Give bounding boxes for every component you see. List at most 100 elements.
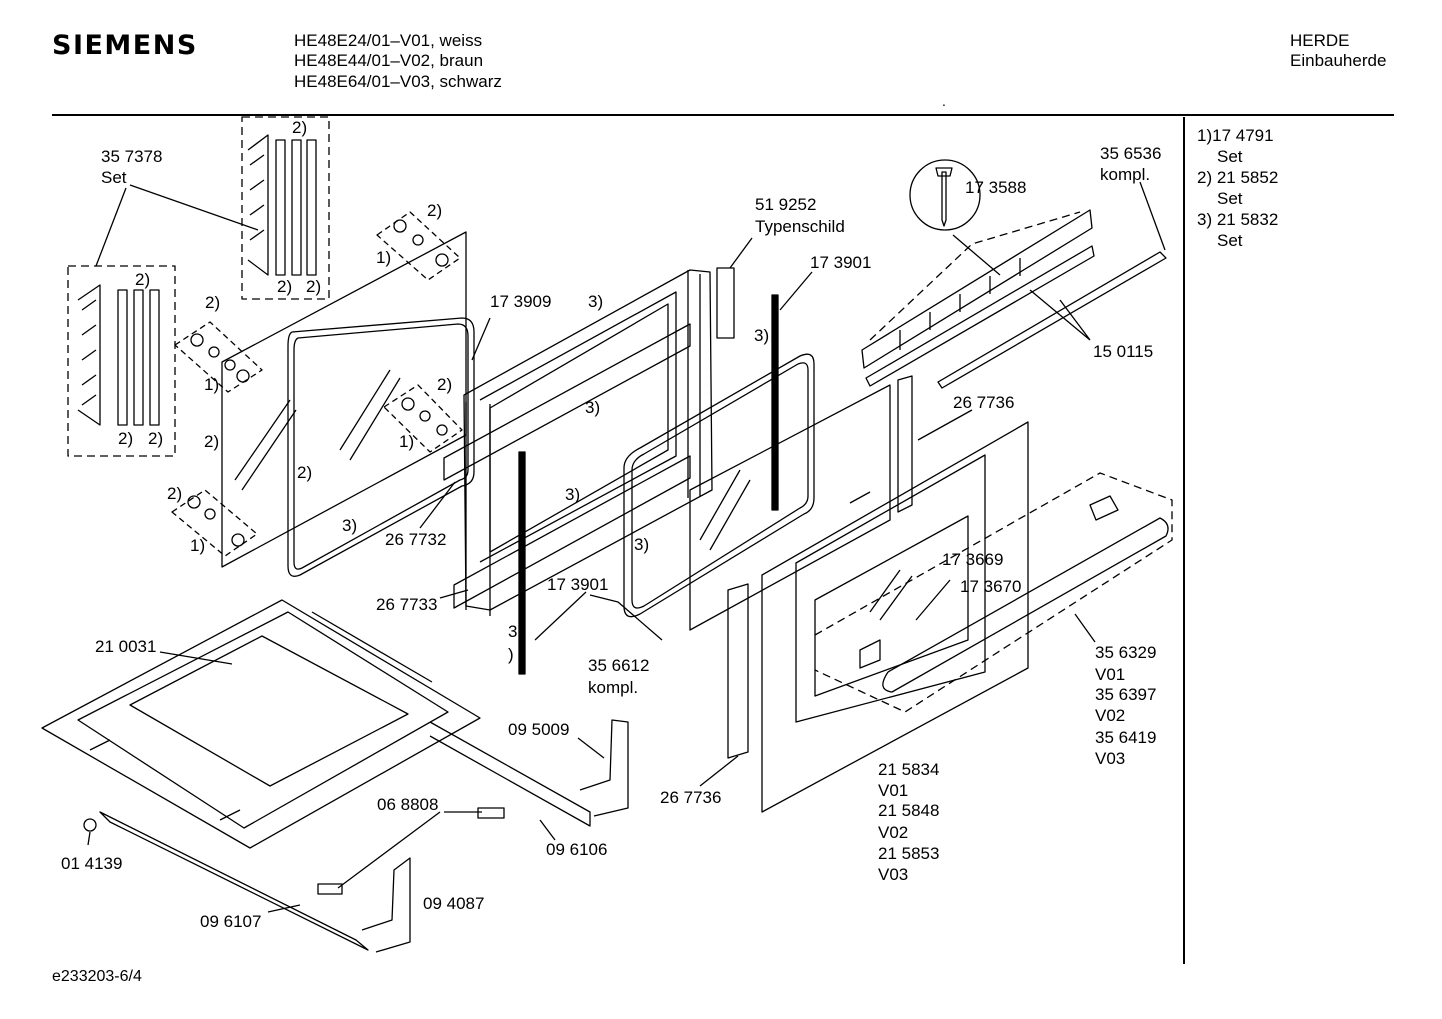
brand-logo: SIEMENS — [52, 30, 198, 61]
label-173588: 17 3588 — [965, 178, 1026, 197]
label-set: Set — [101, 168, 127, 187]
label-ref-2: 2) — [297, 463, 312, 482]
label-173670: 17 3670 — [960, 577, 1021, 596]
label-paren: ) — [508, 645, 514, 664]
label-215853: 21 5853 — [878, 844, 939, 863]
label-356329: 35 6329 — [1095, 643, 1156, 662]
fastener-parts — [187, 219, 448, 520]
label-v03: V03 — [878, 865, 908, 884]
label-173669: 17 3669 — [942, 550, 1003, 569]
label-215848: 21 5848 — [878, 801, 939, 820]
label-ref-2: 2) — [204, 432, 219, 451]
label-096106: 09 6106 — [546, 840, 607, 859]
label-ref-2: 2) — [427, 201, 442, 220]
top-vent-assembly — [861, 209, 1167, 389]
label-ref-2: 2) — [306, 277, 321, 296]
label-ref-2: 2) — [148, 429, 163, 448]
label-356612: 35 6612 — [588, 656, 649, 675]
label-v01: V01 — [1095, 665, 1125, 684]
bracket-094087 — [361, 857, 411, 953]
label-096107: 09 6107 — [200, 912, 261, 931]
label-ref-3: 3) — [754, 326, 769, 345]
legend-item-3-set: Set — [1217, 231, 1243, 250]
label-v03: V03 — [1095, 749, 1125, 768]
label-ref-3: 3) — [588, 292, 603, 311]
label-267732: 26 7732 — [385, 530, 446, 549]
label-ref-3: 3) — [634, 535, 649, 554]
screw-icon — [935, 167, 953, 227]
seal-strip-left — [518, 451, 526, 675]
label-kompl: kompl. — [588, 678, 638, 697]
label-ref-1: 1) — [204, 375, 219, 394]
label-356536: 35 6536 — [1100, 144, 1161, 163]
label-357378: 35 7378 — [101, 147, 162, 166]
label-ref-2: 2) — [167, 484, 182, 503]
screw-detail-circle — [909, 159, 981, 231]
label-ref-1: 1) — [190, 536, 205, 555]
label-ref-3: 3) — [565, 485, 580, 504]
door-handle — [814, 472, 1173, 713]
hinge-set-left — [67, 265, 176, 457]
legend-item-2-set: Set — [1217, 189, 1243, 208]
clip-068808 — [477, 807, 505, 819]
model-line-1: HE48E24/01–V01, weiss — [294, 31, 483, 50]
label-215834: 21 5834 — [878, 760, 939, 779]
bracket-095009 — [579, 719, 629, 817]
label-ref-2: 2) — [118, 429, 133, 448]
label-ref-1: 1) — [399, 432, 414, 451]
leader-357378 — [95, 184, 259, 267]
legend-item-1: 1)17 4791 — [1197, 126, 1274, 145]
door-gasket — [623, 353, 815, 618]
side-trim — [897, 375, 913, 513]
hinge-set-top — [241, 116, 330, 300]
fastener-details — [171, 211, 463, 557]
nut-014139 — [83, 818, 97, 832]
label-ref-3: 3) — [342, 516, 357, 535]
label-ref-1: 1) — [376, 248, 391, 267]
label-150115: 15 0115 — [1093, 342, 1153, 361]
header-divider — [52, 114, 1394, 116]
sidebar-divider — [1183, 117, 1185, 964]
category-title: HERDE — [1290, 31, 1350, 50]
label-3: 3 — [508, 622, 517, 641]
label-173901-lower: 17 3901 — [547, 575, 608, 594]
label-519252: 51 9252 — [755, 195, 816, 214]
label-267736-upper: 26 7736 — [953, 393, 1014, 412]
label-v02: V02 — [878, 823, 908, 842]
legend-item-3: 3) 21 5832 — [1197, 210, 1279, 229]
leader-lines — [87, 181, 1166, 913]
legend-item-1-set: Set — [1217, 147, 1243, 166]
label-v01: V01 — [878, 781, 908, 800]
legend-item-2: 2) 21 5852 — [1197, 168, 1279, 187]
oven-base-tray — [41, 599, 591, 951]
label-173901-upper: 17 3901 — [810, 253, 871, 272]
label-ref-3: 3) — [585, 398, 600, 417]
front-glass-door — [761, 421, 1029, 813]
label-ref-2: 2) — [135, 270, 150, 289]
label-ref-2: 2) — [292, 118, 307, 137]
clip-068808b — [317, 883, 343, 895]
label-ref-2: 2) — [205, 293, 220, 312]
label-typenschild: Typenschild — [755, 217, 845, 236]
header-dot: . — [942, 93, 946, 109]
label-356419: 35 6419 — [1095, 728, 1156, 747]
label-173909: 17 3909 — [490, 292, 551, 311]
label-356397: 35 6397 — [1095, 685, 1156, 704]
inner-door-frame — [443, 269, 713, 616]
type-plate — [716, 267, 735, 339]
label-267736-lower: 26 7736 — [660, 788, 721, 807]
category-subtitle: Einbauherde — [1290, 51, 1387, 70]
middle-glass-pane — [689, 384, 891, 631]
label-068808: 06 8808 — [377, 795, 438, 814]
label-210031: 21 0031 — [95, 637, 156, 656]
label-ref-2: 2) — [277, 277, 292, 296]
label-v02: V02 — [1095, 706, 1125, 725]
model-line-3: HE48E64/01–V03, schwarz — [294, 72, 502, 91]
side-rail-left — [727, 583, 749, 759]
seal-strip-right — [771, 294, 779, 511]
model-line-2: HE48E44/01–V02, braun — [294, 51, 484, 70]
label-ref-2: 2) — [437, 375, 452, 394]
drawing-code: e233203-6/4 — [52, 968, 142, 985]
label-095009: 09 5009 — [508, 720, 569, 739]
